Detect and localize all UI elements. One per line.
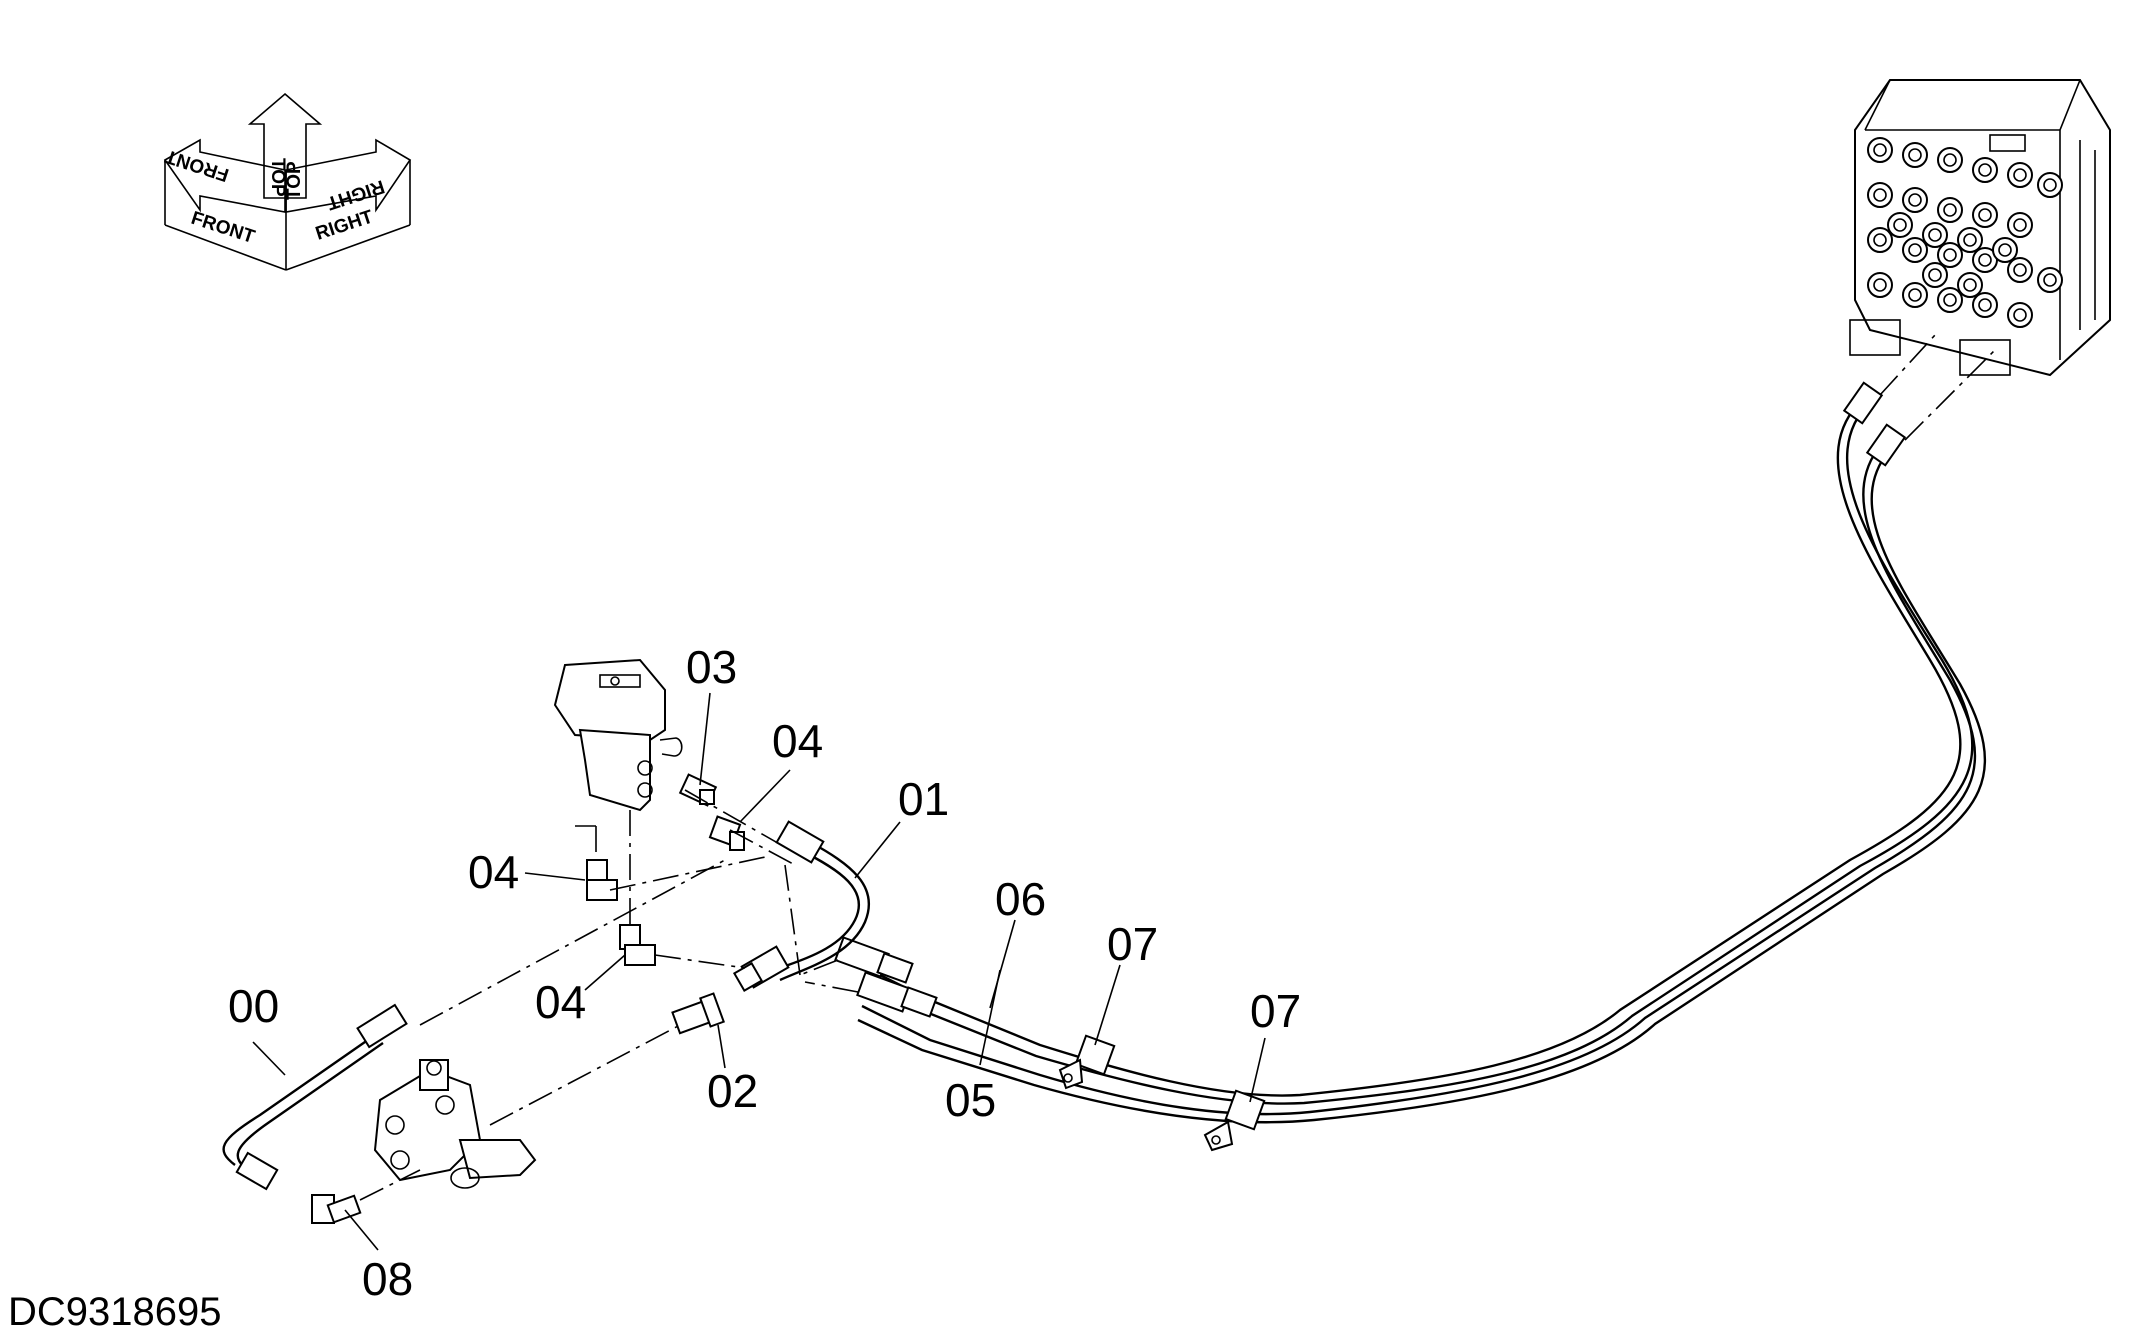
valve-port (1922, 222, 1948, 248)
fitting-02 (671, 992, 725, 1035)
valve-port-bore (1893, 218, 1907, 232)
valve-port (1937, 197, 1963, 223)
valve-port-bore (1963, 233, 1977, 247)
front-label-mirror: FRONT (162, 145, 231, 185)
valve-port (2007, 257, 2033, 283)
callout-07-first: 07 (1107, 918, 1158, 970)
valve-port-bore (1908, 193, 1922, 207)
callout-04-top: 04 (772, 715, 823, 767)
valve-port-bore (1978, 298, 1992, 312)
callout-02: 02 (707, 1065, 758, 1117)
valve-port (2007, 162, 2033, 188)
valve-port (1902, 237, 1928, 263)
valve-port-bore (1943, 293, 1957, 307)
callout-08: 08 (362, 1253, 413, 1305)
callout-04-left: 04 (468, 846, 519, 898)
hose-bundle (799, 334, 1996, 1124)
valve-port-bore (1928, 228, 1942, 242)
valve-port-bore (1873, 233, 1887, 247)
right-label: RIGHT (313, 206, 376, 244)
valve-port-bore (2013, 263, 2027, 277)
valve-port-bore (1873, 143, 1887, 157)
callouts: 00 01 02 03 04 04 04 05 06 07 07 08 (228, 641, 1301, 1305)
valve-port (1902, 187, 1928, 213)
valve-port-bore (2013, 218, 2027, 232)
valve-port-bore (1963, 278, 1977, 292)
callout-07-second: 07 (1250, 985, 1301, 1037)
fitting-04-left (586, 859, 618, 901)
valve-port (1937, 242, 1963, 268)
valve-port (1867, 182, 1893, 208)
valve-port (1957, 227, 1983, 253)
assembly-lines (419, 789, 801, 1126)
valve-fittings (1867, 137, 2063, 328)
valve-port-bore (1943, 248, 1957, 262)
hose-01 (732, 820, 871, 993)
valve-port (1957, 272, 1983, 298)
front-label: FRONT (188, 208, 257, 248)
valve-port (1972, 202, 1998, 228)
valve-port-bore (1978, 208, 1992, 222)
valve-port (1867, 272, 1893, 298)
valve-port-bore (2013, 168, 2027, 182)
valve-port (1902, 282, 1928, 308)
valve-port-bore (1908, 288, 1922, 302)
valve-port-bore (1998, 243, 2012, 257)
valve-port (2007, 212, 2033, 238)
valve-port (1902, 142, 1928, 168)
valve-port (1992, 237, 2018, 263)
control-valve-block (1849, 79, 2111, 377)
orientation-icon: FRONT FRONT TOP TOP RIGHT RIGHT (162, 92, 412, 271)
valve-port (1937, 287, 1963, 313)
valve-port-bore (1943, 153, 1957, 167)
valve-port-bore (1928, 268, 1942, 282)
callout-00: 00 (228, 980, 279, 1032)
valve-port (1867, 137, 1893, 163)
callout-04-bottom: 04 (535, 976, 586, 1028)
valve-port-bore (2043, 273, 2057, 287)
valve-port-bore (1873, 278, 1887, 292)
clamp-1 (1058, 1034, 1116, 1090)
valve-port (1972, 157, 1998, 183)
callout-05: 05 (945, 1074, 996, 1126)
top-label: TOP (267, 158, 288, 197)
valve-port (1972, 292, 1998, 318)
valve-port-bore (1978, 163, 1992, 177)
valve-port (2007, 302, 2033, 328)
pilot-valve (553, 658, 683, 812)
valve-port-bore (1908, 148, 1922, 162)
valve-port-bore (1943, 203, 1957, 217)
valve-port (1867, 227, 1893, 253)
hose-00 (222, 1003, 408, 1191)
fitting-08 (311, 1169, 421, 1224)
callout-06: 06 (995, 873, 1046, 925)
drawing-code: DC9318695 (8, 1290, 222, 1334)
valve-port-bore (1908, 243, 1922, 257)
clamp-2 (1203, 1089, 1266, 1152)
valve-port (1922, 262, 1948, 288)
fitting-04-bottom (619, 924, 656, 966)
valve-port-bore (1978, 253, 1992, 267)
valve-port (2037, 267, 2063, 293)
selector-valve (373, 1059, 537, 1189)
valve-port-bore (2043, 178, 2057, 192)
valve-port (1887, 212, 1913, 238)
callout-01: 01 (898, 773, 949, 825)
valve-port-bore (2013, 308, 2027, 322)
valve-port (2037, 172, 2063, 198)
valve-port (1937, 147, 1963, 173)
valve-port-bore (1873, 188, 1887, 202)
top-label-mirror: TOP (284, 161, 305, 200)
callout-03: 03 (686, 641, 737, 693)
